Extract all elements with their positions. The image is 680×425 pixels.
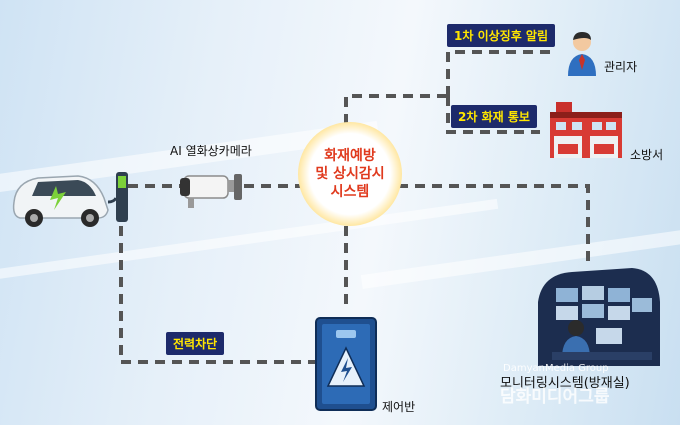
center-system-node: 화재예방 및 상시감시 시스템 — [298, 122, 402, 226]
watermark-en: DamyanMedia Group — [503, 363, 609, 374]
monitoring-room-icon — [538, 268, 660, 366]
admin-label: 관리자 — [604, 60, 638, 74]
watermark-ko: 담화미디어그룹 — [500, 387, 610, 407]
center-line-3: 시스템 — [330, 184, 370, 200]
line-center-up — [344, 94, 448, 124]
first-alert-tag: 1차 이상징후 알림 — [447, 24, 555, 47]
control-panel-label: 제어반 — [382, 400, 416, 414]
camera-label: AI 열화상카메라 — [170, 144, 252, 158]
admin-person-icon — [568, 32, 596, 76]
line-branch-admin — [446, 50, 556, 96]
line-center-monitor — [398, 184, 590, 268]
control-panel-icon — [315, 317, 377, 411]
monitoring-label: 모니터링시스템(방재실) — [500, 376, 630, 391]
center-line-1: 화재예방 — [324, 148, 376, 164]
power-cut-tag: 전력차단 — [166, 332, 225, 355]
center-line-2: 및 상시감시 — [315, 166, 385, 182]
line-branch-fire — [446, 96, 540, 134]
second-alert-tag: 2차 화재 통보 — [451, 105, 537, 128]
line-charger-panel — [119, 226, 316, 364]
fire-station-label: 소방서 — [630, 148, 664, 162]
fire-station-icon — [550, 102, 622, 158]
ev-car-icon — [12, 172, 128, 227]
thermal-camera-icon — [180, 174, 242, 208]
